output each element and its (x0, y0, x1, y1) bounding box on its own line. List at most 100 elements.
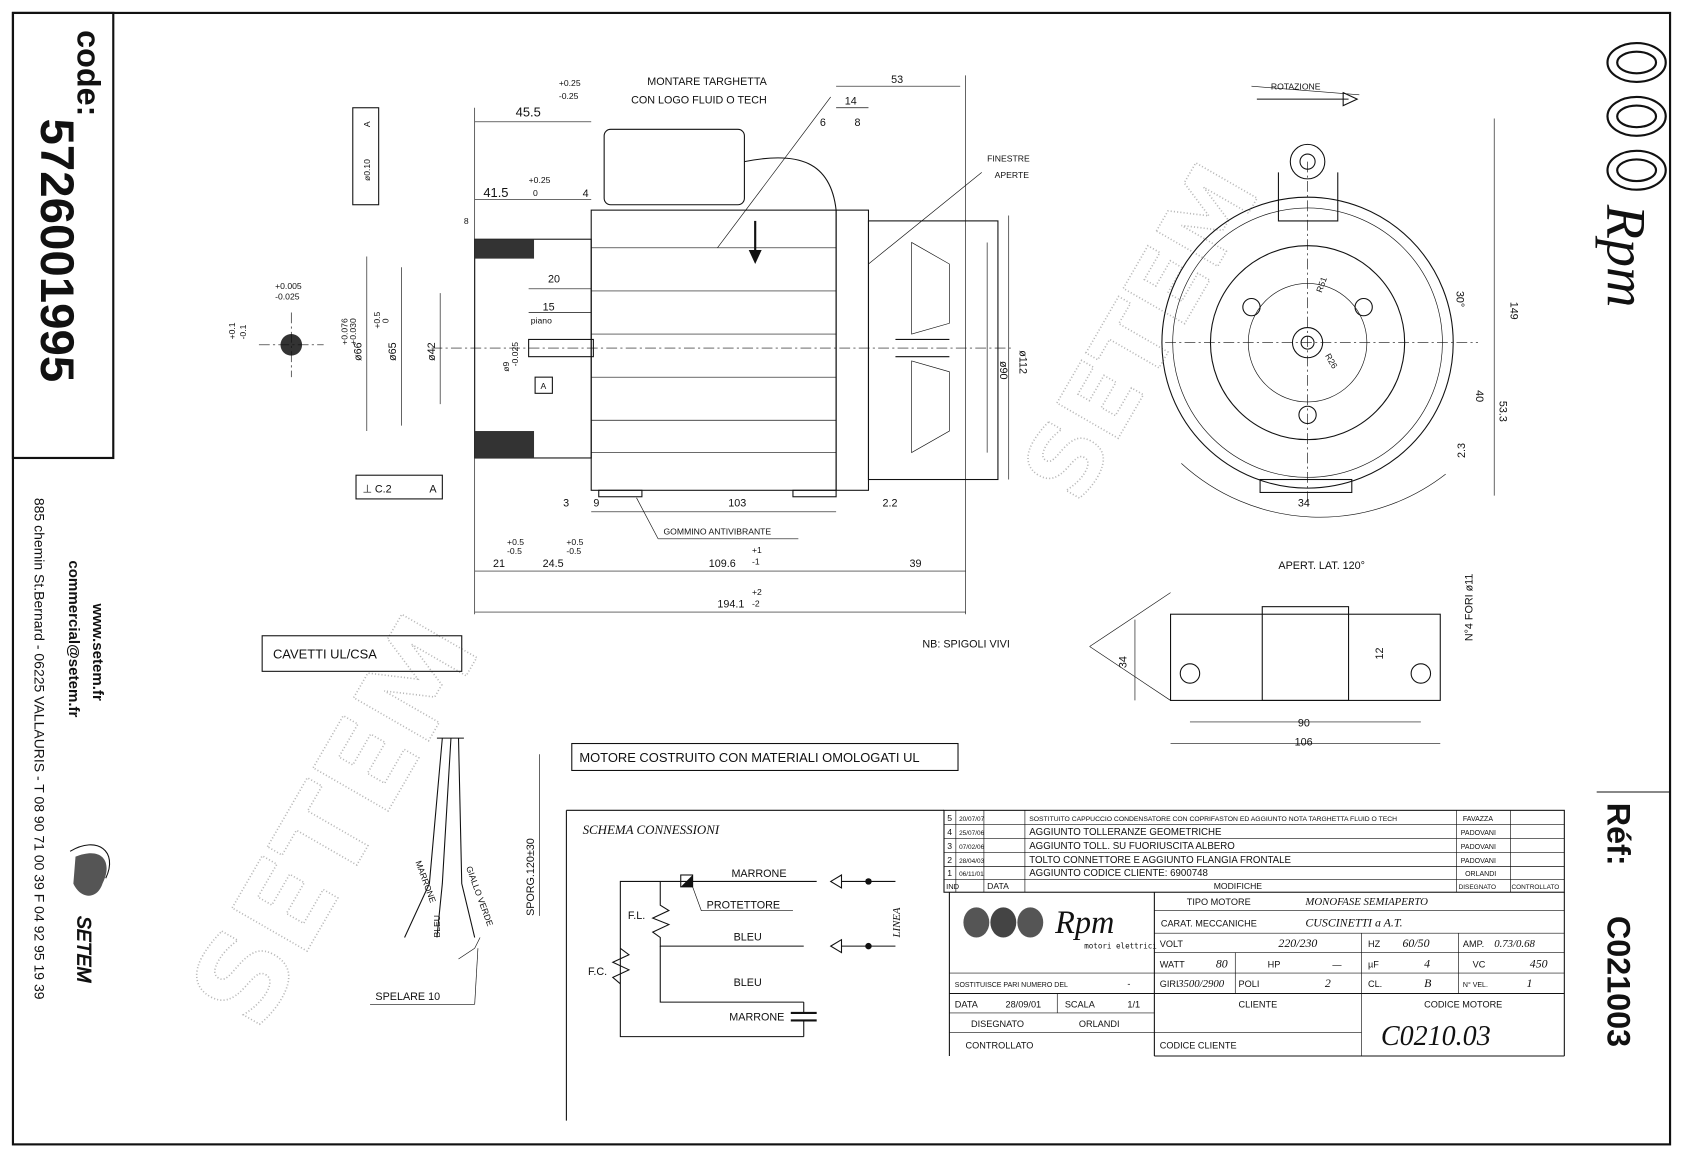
svg-text:2.3: 2.3 (1456, 443, 1468, 458)
svg-text:ø42: ø42 (426, 342, 438, 361)
svg-text:3: 3 (563, 497, 569, 509)
uf-label: µF (1368, 960, 1379, 970)
svg-text:+0.25: +0.25 (559, 78, 581, 88)
volt-label: VOLT (1160, 939, 1184, 949)
rev-date: 07/02/06 (959, 844, 985, 851)
disegnato-label: DISEGNATO (971, 1019, 1024, 1029)
revision-table (943, 809, 1565, 893)
svg-text:24.5: 24.5 (543, 558, 564, 570)
svg-text:ø65: ø65 (387, 342, 399, 361)
ul-note: MOTORE COSTRUITO CON MATERIALI OMOLOGATI… (579, 750, 919, 765)
svg-text:-2: -2 (752, 599, 760, 609)
data-label: DATA (955, 1000, 979, 1010)
rev-date: 06/11/01 (959, 871, 984, 878)
cl-label: CL. (1368, 979, 1382, 989)
svg-text:ø90: ø90 (997, 361, 1009, 380)
schematic-marrone-bottom: MARRONE (729, 1011, 784, 1023)
svg-text:+0.076: +0.076 (339, 318, 349, 345)
title-block-logo-icon (963, 907, 1044, 938)
title-block-logo-text: Rpm (1054, 904, 1114, 940)
schematic-bleu-mid: BLEU (734, 932, 762, 944)
setem-logo-icon (69, 844, 111, 896)
rev-text: AGGIUNTO CODICE CLIENTE: 6900748 (1029, 868, 1208, 879)
rev-by: PADOVANI (1461, 830, 1496, 837)
codice-motore-label: CODICE MOTORE (1424, 1000, 1502, 1010)
svg-text:+0.5: +0.5 (507, 537, 524, 547)
codice-cliente-label: CODICE CLIENTE (1160, 1040, 1237, 1050)
ref-label: Réf: (1600, 803, 1636, 866)
code-value: 5726001995 (30, 119, 83, 383)
sheet-border (11, 11, 1672, 1146)
vc-label: VC (1473, 960, 1486, 970)
lead-bleu: BLEU (432, 915, 442, 937)
svg-text:N°4 FORI ø11: N°4 FORI ø11 (1464, 574, 1476, 641)
svg-text:+0.5: +0.5 (372, 311, 382, 328)
code-box (11, 11, 115, 460)
svg-text:-1: -1 (752, 557, 760, 567)
strip-length: SPELARE 10 (375, 991, 440, 1003)
motor-front-view (1161, 85, 1495, 518)
rpm-logo-text: Rpm (1594, 204, 1656, 308)
svg-text:90: 90 (1298, 717, 1310, 729)
svg-text:ø66: ø66 (352, 342, 364, 361)
ul-note-box (571, 742, 959, 772)
rev-header-modifiche: MODIFICHE (1214, 881, 1263, 891)
nameplate-note-2: CON LOGO FLUID O TECH (631, 94, 767, 106)
schematic-title: SCHEMA CONNESSIONI (583, 822, 720, 837)
perpendicularity-tolerance: ⊥ C.2 (362, 483, 391, 495)
rev-ind: 1 (947, 868, 952, 878)
schematic-protettore: PROTETTORE (707, 899, 780, 911)
sharp-edges-note: NB: SPIGOLI VIVI (922, 639, 1009, 651)
vel-value: 1 (1527, 976, 1533, 990)
svg-text:+0.5: +0.5 (566, 537, 583, 547)
svg-text:34: 34 (1298, 497, 1310, 509)
title-block (948, 892, 1565, 1057)
volt-value: 220/230 (1278, 936, 1317, 950)
svg-text:4: 4 (583, 188, 589, 200)
svg-text:34: 34 (1117, 656, 1129, 668)
hz-label: HZ (1368, 939, 1381, 949)
foot-plate-view (1089, 592, 1441, 744)
uf-value: 4 (1424, 957, 1430, 971)
cables-note-box (261, 635, 463, 672)
svg-text:+0.1: +0.1 (227, 322, 237, 339)
giri-label: GIRI (1160, 979, 1179, 989)
giri-value: 3500/2900 (1177, 978, 1225, 990)
svg-text:9: 9 (593, 497, 599, 509)
svg-text:-0.25: -0.25 (559, 91, 579, 101)
svg-text:106: 106 (1295, 737, 1313, 749)
shaft-section-detail (258, 312, 324, 378)
rev-by: PADOVANI (1461, 858, 1496, 865)
disegnato-value: ORLANDI (1079, 1019, 1120, 1029)
rubber-note: GOMMINO ANTIVIBRANTE (663, 526, 771, 536)
cl-value: B (1424, 976, 1431, 990)
rev-ind: 4 (947, 827, 952, 837)
title-block-logo-sub: motori elettrici (1084, 941, 1157, 950)
svg-text:194.1: 194.1 (717, 599, 744, 611)
svg-text:-0.5: -0.5 (566, 546, 581, 556)
rev-ind: 2 (947, 855, 952, 865)
perpendicularity-datum: A (429, 483, 437, 495)
cliente-label: CLIENTE (1239, 1000, 1278, 1010)
datum-a: A (541, 381, 547, 391)
amp-label: AMP. (1463, 939, 1484, 949)
schematic-marrone-top: MARRONE (731, 868, 786, 880)
svg-text:41.5: 41.5 (483, 185, 508, 200)
svg-text:+0.005: +0.005 (275, 281, 302, 291)
rev-text: AGGIUNTO TOLL. SU FUORIUSCITA ALBERO (1029, 841, 1235, 852)
rev-date: 20/07/07 (959, 816, 985, 823)
tipo-label: TIPO MOTORE (1187, 897, 1251, 907)
rev-header-controllato: CONTROLLATO (1511, 884, 1559, 891)
svg-text:30°: 30° (1453, 291, 1465, 307)
svg-text:0: 0 (533, 188, 538, 198)
carat-label: CARAT. MECCANICHE (1161, 919, 1257, 929)
poli-label: POLI (1239, 979, 1260, 989)
svg-text:R26: R26 (1323, 352, 1340, 371)
nameplate-note-1: MONTARE TARGHETTA (647, 76, 767, 88)
rev-header-data: DATA (987, 881, 1009, 891)
lead-marrone: MARRONE (413, 859, 438, 904)
scala-value: 1/1 (1127, 1000, 1140, 1010)
watt-label: WATT (1160, 960, 1185, 970)
ref-value: C021003 (1600, 916, 1636, 1047)
amp-value: 0.73/0.68 (1494, 938, 1535, 950)
